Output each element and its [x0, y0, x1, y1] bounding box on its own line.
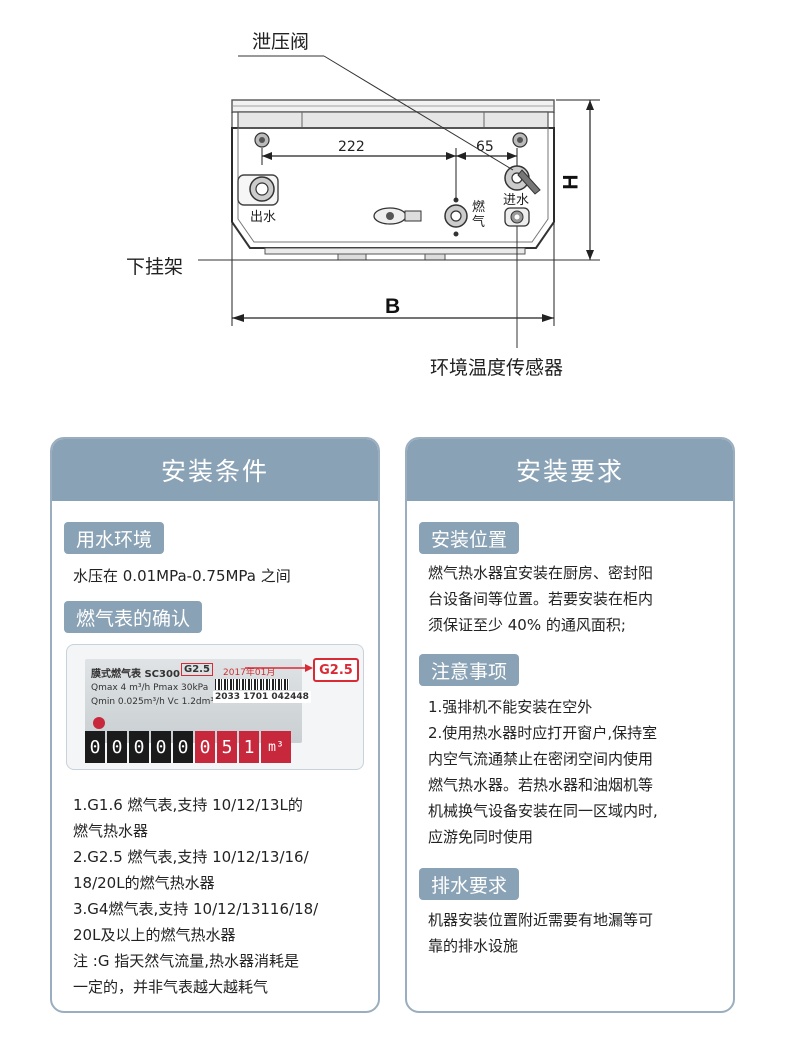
water-in-label: 进水 [503, 193, 530, 208]
installation-diagram: 泄压阀 下挂架 环境温度传感器 出水 燃气 进水 222 65 H B [0, 0, 790, 400]
meter-g-tag: G2.5 [181, 663, 213, 676]
gas-meter-note-line: 3.G4燃气表,支持 10/12/13116/18/ [73, 900, 319, 918]
gas-meter-note-line: 燃气热水器 [73, 822, 149, 840]
meter-logo [93, 717, 105, 729]
water-env-heading: 用水环境 [64, 522, 165, 554]
ambient-sensor-label: 环境温度传感器 [430, 357, 564, 379]
meter-barcode [215, 679, 289, 690]
gas-meter-notes: 1.G1.6 燃气表,支持 10/12/13L的 燃气热水器 2.G2.5 燃气… [73, 792, 318, 1000]
meter-date: 2017年01月 [223, 668, 276, 678]
meter-digit: 0 [151, 731, 171, 763]
meter-digit: 0 [173, 731, 193, 763]
install-requirements-card: 安装要求 安装位置 燃气热水器宜安装在厨房、密封阳 台设备间等位置。若要安装在柜… [405, 437, 735, 1013]
meter-digit: 0 [195, 731, 215, 763]
gas-meter-note-line: 18/20L的燃气热水器 [73, 874, 215, 892]
gas-meter-image: 膜式燃气表 SC300 G2.5 2017年01月 Qmax 4 m³/h Pm… [66, 644, 364, 770]
water-out-label: 出水 [250, 210, 277, 225]
dimension-222: 222 [338, 139, 365, 155]
notes-heading: 注意事项 [419, 654, 520, 686]
drainage-text: 机器安装位置附近需要有地漏等可 靠的排水设施 [428, 911, 654, 955]
callout-arrow-icon [245, 664, 313, 672]
meter-nameplate: 膜式燃气表 SC300 G2.5 2017年01月 Qmax 4 m³/h Pm… [85, 659, 311, 743]
install-requirements-title: 安装要求 [407, 439, 733, 501]
meter-spec-1: Qmax 4 m³/h Pmax 30kPa [91, 683, 209, 693]
meter-digit: 1 [239, 731, 259, 763]
width-dimension-label: B [385, 295, 401, 318]
gas-meter-heading: 燃气表的确认 [64, 601, 203, 633]
dimension-65: 65 [476, 139, 494, 155]
notes-text: 1.强排机不能安装在空外 2.使用热水器时应打开窗户,保持室 内空气流通禁止在密… [428, 698, 658, 846]
meter-digit: 0 [107, 731, 127, 763]
meter-digit: 0 [85, 731, 105, 763]
gas-meter-note-line: 注 :G 指天然气流量,热水器消耗是 [73, 952, 299, 970]
install-conditions-card: 安装条件 用水环境 水压在 0.01MPa-0.75MPa 之间 燃气表的确认 … [50, 437, 380, 1013]
height-dimension-label: H [559, 174, 583, 190]
lower-bracket-label: 下挂架 [126, 256, 184, 278]
meter-serial: 2033 1701 042448 [213, 691, 311, 703]
heater-outline-drawing [198, 55, 600, 348]
gas-label: 燃气 [472, 200, 486, 230]
location-text: 燃气热水器宜安装在厨房、密封阳 台设备间等位置。若要安装在柜内 须保证至少 40… [428, 564, 654, 634]
gas-meter-note-line: 1.G1.6 燃气表,支持 10/12/13L的 [73, 796, 303, 814]
install-conditions-title: 安装条件 [52, 439, 378, 501]
relief-valve-label: 泄压阀 [252, 31, 310, 53]
meter-unit: m³ [261, 731, 291, 763]
meter-digit: 0 [129, 731, 149, 763]
meter-digit: 5 [217, 731, 237, 763]
meter-title: 膜式燃气表 SC300 [91, 669, 180, 680]
meter-counter: 0 0 0 0 0 0 5 1 m³ [85, 731, 293, 763]
meter-spec-2: Qmin 0.025m³/h Vc 1.2dm³ [91, 697, 215, 707]
gas-meter-note-line: 一定的，并非气表越大越耗气 [73, 978, 269, 996]
water-env-text: 水压在 0.01MPa-0.75MPa 之间 [73, 567, 291, 585]
drainage-heading: 排水要求 [419, 868, 520, 900]
gas-meter-note-line: 20L及以上的燃气热水器 [73, 926, 236, 944]
gas-meter-note-line: 2.G2.5 燃气表,支持 10/12/13/16/ [73, 848, 309, 866]
g25-callout-tag: G2.5 [313, 658, 359, 682]
location-heading: 安装位置 [419, 522, 520, 554]
